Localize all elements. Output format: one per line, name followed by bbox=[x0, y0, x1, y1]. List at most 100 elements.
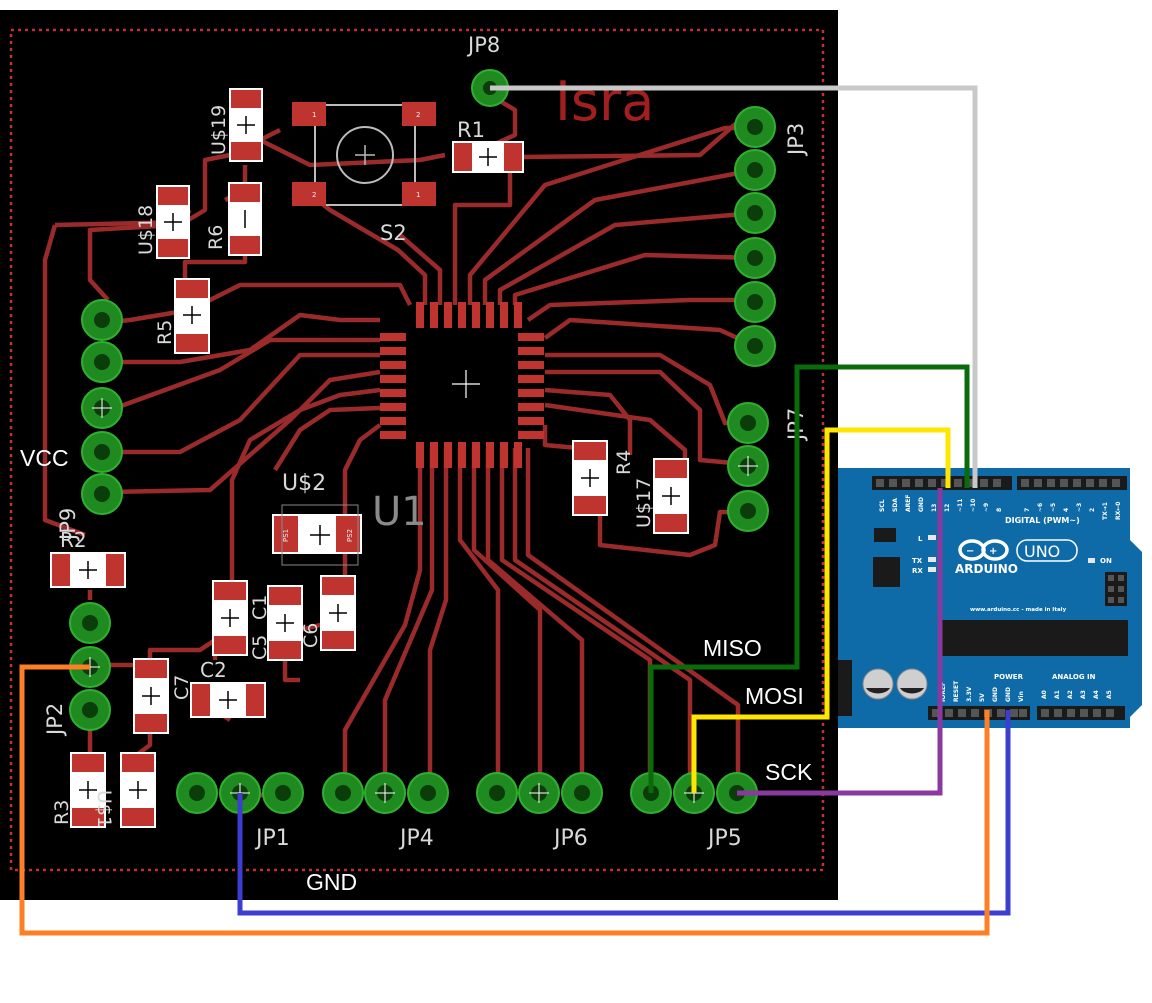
r4-resistor bbox=[572, 440, 608, 516]
label-jp1: JP1 bbox=[254, 826, 290, 851]
label-jp9: JP9 bbox=[56, 508, 80, 542]
r6-resistor bbox=[228, 182, 262, 256]
digital-header-holes bbox=[876, 479, 1120, 487]
signal-label-gnd: GND bbox=[306, 869, 357, 895]
label-jp2: JP2 bbox=[43, 703, 67, 737]
label-r4: R4 bbox=[613, 450, 635, 475]
signal-labels: RST VCC MISO MOSI SCK GND bbox=[20, 55, 813, 895]
arduino-brand: ARDUINO bbox=[955, 562, 1018, 576]
jp1-pin bbox=[176, 772, 218, 814]
arduino-infinity-logo-icon bbox=[958, 539, 1009, 561]
digital-pin-label: 7 bbox=[1024, 508, 1031, 512]
power-pin-label: 5V bbox=[979, 693, 986, 702]
label-u1: U1 bbox=[372, 489, 427, 535]
l-led-label: L bbox=[918, 535, 923, 543]
jp2-pin bbox=[69, 689, 111, 731]
jp6-header bbox=[476, 772, 603, 814]
label-jp8: JP8 bbox=[466, 33, 500, 57]
icsp-holes bbox=[1108, 575, 1124, 603]
u1-small-component bbox=[120, 752, 156, 828]
digital-pin-label: ~6 bbox=[1037, 503, 1044, 512]
u17-component bbox=[653, 458, 689, 534]
jp9-pin bbox=[81, 341, 123, 383]
analog-pin-label: A2 bbox=[1067, 690, 1074, 699]
digital-pin-label: TX→1 bbox=[1102, 502, 1109, 520]
pad-number-labels: 1 2 2 1 PS1 PS2 bbox=[282, 111, 420, 542]
bottom-header-holes bbox=[932, 709, 1114, 717]
uno-badge bbox=[1016, 539, 1078, 562]
jp7-pin bbox=[727, 402, 769, 444]
pad-number: 1 bbox=[312, 111, 316, 119]
jp3-header bbox=[734, 106, 776, 367]
digital-pin-label: RX←0 bbox=[1115, 502, 1122, 520]
pad-crosshairs bbox=[80, 398, 758, 803]
jp7-pin bbox=[727, 490, 769, 532]
jp9-header bbox=[81, 299, 123, 515]
label-c1: C1 bbox=[249, 595, 271, 620]
jp3-pin bbox=[734, 192, 776, 234]
digital-pin-label: 12 bbox=[944, 504, 951, 512]
digital-header-right bbox=[1017, 476, 1127, 490]
label-u19: U$19 bbox=[208, 105, 230, 155]
c5-capacitor bbox=[212, 580, 248, 656]
c1-capacitor bbox=[267, 585, 303, 661]
r5-resistor bbox=[174, 278, 210, 354]
label-c2: C2 bbox=[200, 658, 227, 682]
pad-label-ps2: PS2 bbox=[346, 529, 354, 542]
capacitor-right-shade bbox=[900, 688, 924, 694]
atmega-chip bbox=[940, 620, 1128, 656]
pad-number: 2 bbox=[416, 111, 420, 119]
signal-label-mosi: MOSI bbox=[745, 683, 804, 709]
miso-wire bbox=[648, 364, 970, 793]
vcc-wire bbox=[19, 664, 990, 936]
u19-component bbox=[229, 88, 263, 162]
tx-label: TX bbox=[912, 557, 923, 565]
icsp-header-small bbox=[874, 528, 896, 542]
capacitor-left-shade bbox=[866, 688, 890, 694]
pad-label-ps1: PS1 bbox=[282, 529, 290, 542]
jp5-header bbox=[630, 772, 758, 814]
label-c6: C6 bbox=[300, 623, 322, 648]
jp6-pin bbox=[561, 772, 603, 814]
on-led bbox=[1088, 558, 1095, 563]
r1-resistor bbox=[452, 141, 524, 173]
on-label: ON bbox=[1100, 557, 1112, 565]
arduino-uno-board: SCL SDA AREF GND 13 12 ~11 ~10 ~9 8 7 ~6… bbox=[838, 462, 1148, 732]
c2-capacitor bbox=[190, 682, 266, 718]
smd-components bbox=[50, 88, 689, 828]
power-pin-labels: IOREF RESET 3.3V 5V GND GND Vin bbox=[940, 680, 1025, 702]
arduino-logo-plus: + bbox=[989, 546, 997, 557]
signal-label-miso: MISO bbox=[703, 635, 762, 661]
label-u17: U$17 bbox=[633, 478, 655, 528]
arduino-pcb bbox=[838, 468, 1142, 728]
mosi-wire bbox=[691, 427, 951, 793]
pad-number: 1 bbox=[416, 191, 420, 199]
silkscreen-labels: Isra JP8 R1 S2 U$19 U$18 R6 R5 JP3 JP7 R… bbox=[43, 33, 808, 851]
label-u1-small: U$1 bbox=[93, 790, 115, 828]
power-pin-label: GND bbox=[1005, 687, 1012, 702]
label-r3: R3 bbox=[51, 800, 73, 825]
digital-header-title: DIGITAL (PWM~) bbox=[1005, 516, 1080, 525]
label-u2: U$2 bbox=[282, 471, 326, 496]
digital-pin-label: AREF bbox=[905, 495, 912, 512]
sck-wire bbox=[737, 488, 943, 796]
label-c5: C5 bbox=[249, 635, 271, 660]
uno-model: UNO bbox=[1024, 542, 1060, 561]
jp3-pin bbox=[734, 281, 776, 323]
c6-capacitor bbox=[320, 575, 356, 651]
jp2-pin bbox=[69, 602, 111, 644]
rx-led bbox=[928, 567, 936, 572]
power-pin-label: 3.3V bbox=[966, 686, 973, 702]
digital-pin-label: 2 bbox=[1089, 508, 1096, 512]
digital-pin-labels: SCL SDA AREF GND 13 12 ~11 ~10 ~9 8 7 ~6… bbox=[879, 495, 1122, 520]
label-s2: S2 bbox=[380, 221, 407, 245]
digital-pin-label: ~9 bbox=[983, 503, 990, 512]
jp3-pin bbox=[734, 106, 776, 148]
jp9-pin bbox=[81, 473, 123, 515]
jp4-pin bbox=[407, 772, 449, 814]
power-jack bbox=[838, 660, 852, 716]
jp9-pin bbox=[81, 431, 123, 473]
jp3-pin bbox=[734, 237, 776, 279]
jp7-header bbox=[727, 402, 769, 532]
analog-pin-labels: A0 A1 A2 A3 A4 A5 bbox=[1041, 690, 1113, 699]
